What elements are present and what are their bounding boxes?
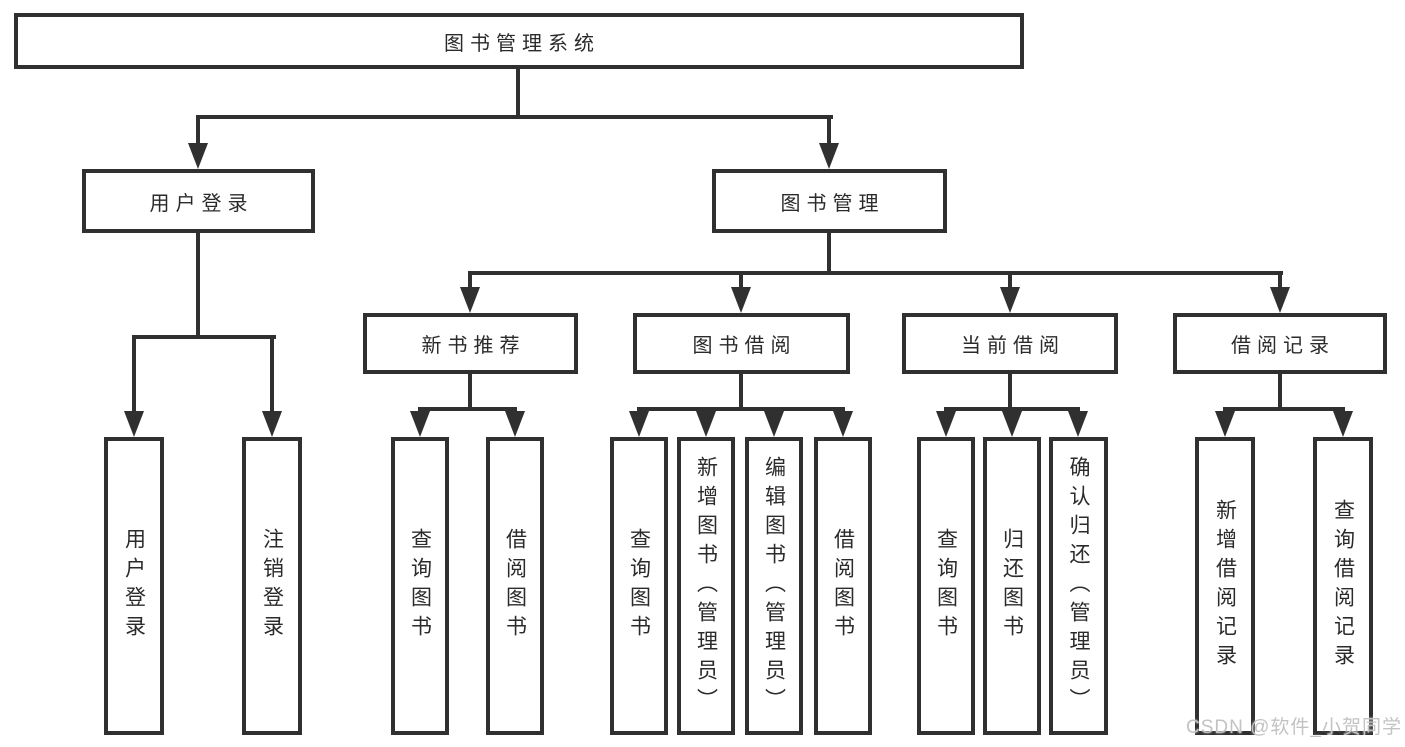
node-book-borrowing: 图书借阅: [633, 313, 850, 374]
node-label: 查询图书: [408, 528, 432, 644]
node-label: 借阅图书: [831, 528, 855, 644]
connector-level2-hline: [196, 115, 833, 119]
node-label: 确认归还（管理员）: [1067, 455, 1090, 717]
connector-borrowing-vline: [739, 374, 743, 411]
leaf-query-books-current: 查询图书: [917, 437, 975, 735]
connector-book-management-vline: [827, 233, 831, 275]
arrow-down-icon: [833, 411, 853, 437]
leaf-query-books-borrowing: 查询图书: [610, 437, 668, 735]
leaf-add-books-admin: 新增图书（管理员）: [677, 437, 735, 735]
arrow-down-icon: [1000, 287, 1020, 313]
leaf-add-borrowing-record: 新增借阅记录: [1195, 437, 1255, 735]
node-label: 新增借阅记录: [1213, 499, 1237, 673]
node-label: 查询图书: [627, 528, 651, 644]
node-label: 借阅记录: [1231, 335, 1335, 357]
connector-recommendation-hline: [418, 407, 517, 411]
arrow-down-icon: [1002, 411, 1022, 437]
arrow-down-icon: [1333, 411, 1353, 437]
arrow-down-icon: [696, 411, 716, 437]
csdn-watermark: CSDN @软件_小贺同学: [1186, 717, 1402, 738]
arrow-down-icon: [764, 411, 784, 437]
arrow-down-icon: [629, 411, 649, 437]
leaf-borrow-books-recommend: 借阅图书: [486, 437, 544, 735]
node-label: 借阅图书: [503, 528, 527, 644]
node-borrowing-records: 借阅记录: [1173, 313, 1387, 374]
arrow-down-icon: [936, 411, 956, 437]
node-current-borrowing: 当前借阅: [902, 313, 1118, 374]
leaf-logout-login: 注销登录: [242, 437, 302, 735]
node-user-login: 用户登录: [82, 169, 315, 233]
leaf-user-login: 用户登录: [104, 437, 164, 735]
arrow-shaft: [270, 335, 274, 415]
node-label: 用户登录: [149, 192, 254, 215]
arrow-down-icon: [410, 411, 430, 437]
node-label: 图书管理系统: [444, 32, 600, 55]
arrow-down-icon: [1215, 411, 1235, 437]
arrow-down-icon: [262, 411, 282, 437]
node-label: 查询借阅记录: [1331, 499, 1355, 673]
connector-root-vline: [516, 69, 520, 119]
connector-records-vline: [1278, 374, 1282, 411]
arrow-down-icon: [124, 411, 144, 437]
connector-user-login-hline: [132, 335, 276, 339]
arrow-shaft: [468, 271, 472, 291]
node-label: 新增图书（管理员）: [694, 455, 718, 717]
leaf-return-books: 归还图书: [983, 437, 1041, 735]
node-library-management-system: 图书管理系统: [14, 13, 1024, 69]
node-label: 归还图书: [1000, 528, 1024, 644]
connector-records-hline: [1223, 407, 1345, 411]
arrow-shaft: [196, 115, 200, 146]
arrow-shaft: [1278, 271, 1282, 291]
arrow-down-icon: [505, 411, 525, 437]
arrow-down-icon: [819, 143, 839, 169]
arrow-down-icon: [1068, 411, 1088, 437]
arrow-down-icon: [731, 287, 751, 313]
node-new-book-recommendation: 新书推荐: [363, 313, 578, 374]
arrow-down-icon: [1270, 287, 1290, 313]
arrow-shaft: [739, 271, 743, 291]
arrow-shaft: [132, 335, 136, 415]
leaf-query-books-recommend: 查询图书: [391, 437, 449, 735]
node-label: 图书管理: [780, 192, 885, 215]
leaf-borrow-books-borrowing: 借阅图书: [814, 437, 872, 735]
node-label: 编辑图书（管理员）: [762, 455, 786, 717]
node-label: 新书推荐: [421, 335, 526, 357]
node-label: 查询图书: [934, 528, 958, 644]
node-label: 注销登录: [260, 528, 284, 644]
node-label: 用户登录: [122, 528, 146, 644]
leaf-query-borrowing-record: 查询借阅记录: [1313, 437, 1373, 735]
arrow-down-icon: [460, 287, 480, 313]
connector-level3-hline: [468, 271, 1283, 275]
connector-recommendation-vline: [468, 374, 472, 411]
leaf-confirm-return-admin: 确认归还（管理员）: [1049, 437, 1108, 735]
node-label: 当前借阅: [961, 335, 1065, 357]
node-label: 图书借阅: [692, 335, 797, 357]
leaf-edit-books-admin: 编辑图书（管理员）: [745, 437, 803, 735]
connector-user-login-vline: [196, 233, 200, 339]
arrow-shaft: [827, 115, 831, 146]
connector-current-vline: [1008, 374, 1012, 411]
arrow-shaft: [1008, 271, 1012, 291]
connector-borrowing-hline: [637, 407, 845, 411]
arrow-down-icon: [188, 143, 208, 169]
node-book-management: 图书管理: [712, 169, 947, 233]
